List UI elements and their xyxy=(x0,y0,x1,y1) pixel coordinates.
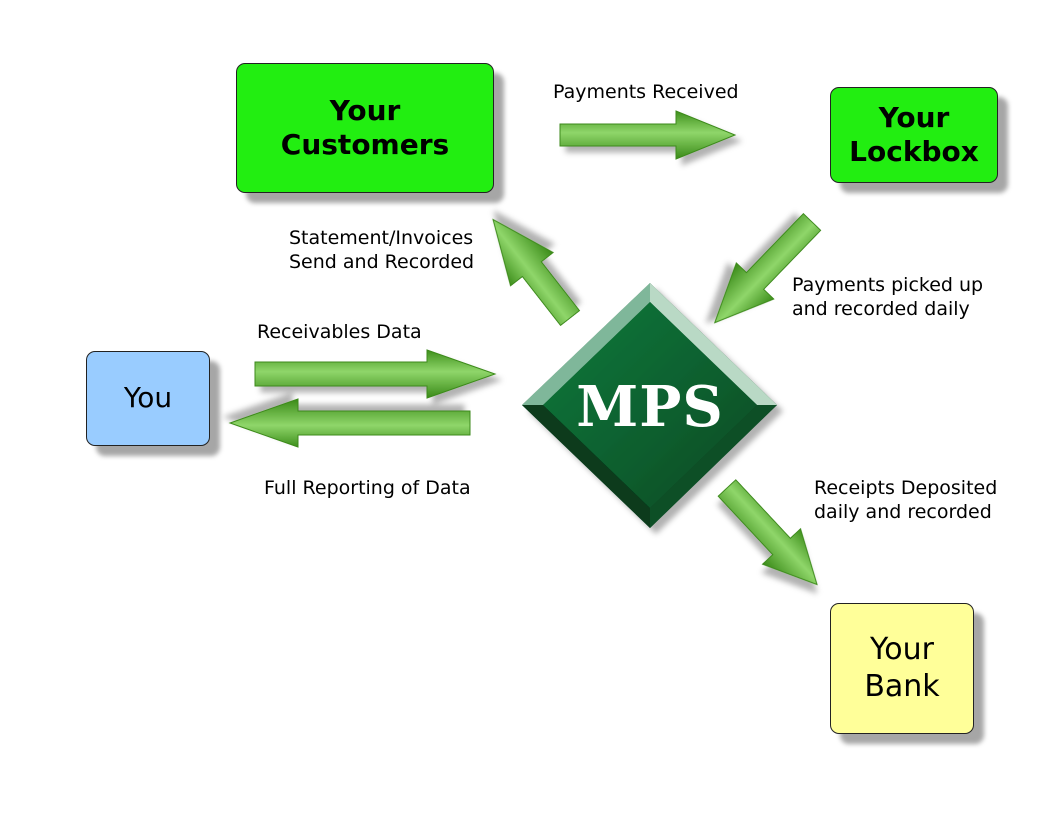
arrow-payments-received xyxy=(559,110,737,160)
lockbox-label: Your Lockbox xyxy=(849,100,979,168)
arrow-receivables-data xyxy=(254,349,497,399)
statements-label: Statement/Invoices Send and Recorded xyxy=(289,227,475,273)
bank-label: Your Bank xyxy=(864,631,940,704)
you-node: You xyxy=(86,351,210,446)
arrow-full-reporting xyxy=(228,398,471,448)
payments-received-label: Payments Received xyxy=(553,81,739,103)
bank-node: Your Bank xyxy=(830,603,974,734)
arrow-statements xyxy=(492,218,581,327)
picked-up-label: Payments picked up and recorded daily xyxy=(792,274,984,320)
arrow-payments-picked-up xyxy=(713,212,822,324)
mps-diamond xyxy=(522,283,777,528)
full-reporting-label: Full Reporting of Data xyxy=(264,477,471,499)
lockbox-node: Your Lockbox xyxy=(830,87,998,183)
you-label: You xyxy=(123,381,173,415)
arrow-receipts-deposited xyxy=(717,479,818,586)
receivables-label: Receivables Data xyxy=(257,321,422,343)
customers-label: Your Customers xyxy=(280,93,450,161)
customers-node: Your Customers xyxy=(236,63,494,193)
deposited-label: Receipts Deposited daily and recorded xyxy=(814,477,998,523)
mps-label: MPS xyxy=(576,374,724,440)
